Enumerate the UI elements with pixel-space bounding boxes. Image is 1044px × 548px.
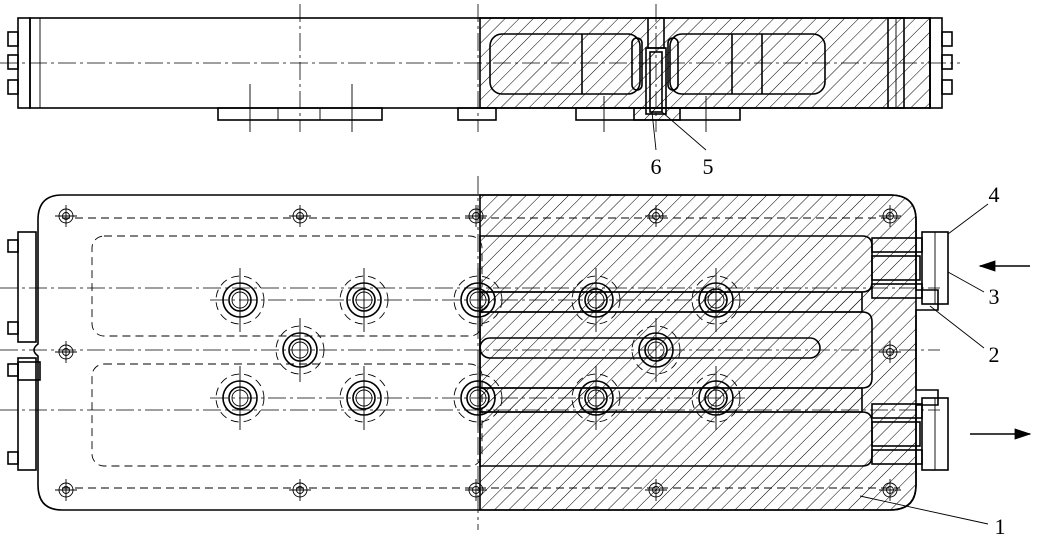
leader-1: [859, 495, 989, 525]
elevation-bolt-left: [7, 79, 19, 95]
boss: [631, 318, 681, 382]
elevation-bolt-left: [7, 54, 19, 70]
mounting-holes: [55, 205, 901, 501]
mounting-hole: [289, 205, 311, 227]
elevation-channel-left: [489, 33, 641, 95]
boss: [453, 366, 503, 430]
callout-5: 5: [703, 154, 714, 179]
elevation-view: [0, 4, 960, 132]
mounting-hole: [879, 205, 901, 227]
component-mid: [457, 107, 497, 121]
mounting-hole: [645, 205, 667, 227]
plan-end-cap-left-upper: [17, 231, 37, 343]
mounting-hole: [879, 479, 901, 501]
callout-4: 4: [989, 182, 1000, 207]
boss: [571, 366, 621, 430]
upper-flow-cavity: [479, 235, 873, 293]
mounting-hole: [55, 479, 77, 501]
leader-3: [947, 271, 985, 293]
leader-2: [929, 305, 985, 349]
heat-source-bosses: [215, 268, 741, 430]
plan-view: [0, 176, 949, 530]
central-slot: [479, 337, 821, 359]
leader-5: [661, 111, 707, 151]
mounting-hole: [55, 205, 77, 227]
mounting-hole: [289, 479, 311, 501]
mounting-hole: [55, 341, 77, 363]
mounting-hole: [879, 341, 901, 363]
mounting-hole: [645, 479, 667, 501]
callout-6: 6: [651, 154, 662, 179]
callout-1: 1: [995, 514, 1006, 539]
boss: [691, 268, 741, 332]
boss: [691, 366, 741, 430]
boss: [571, 268, 621, 332]
boss: [339, 366, 389, 430]
hidden-cavity-lower: [91, 363, 483, 467]
hidden-cavity-upper: [91, 235, 483, 337]
boss: [275, 318, 325, 382]
inlet-fitting: [871, 231, 949, 305]
callout-3: 3: [989, 284, 1000, 309]
callout-2: 2: [989, 342, 1000, 367]
boss: [215, 366, 265, 430]
leader-4: [947, 203, 989, 235]
elevation-bolt-right: [941, 79, 953, 95]
boss: [215, 268, 265, 332]
mounting-hole: [465, 205, 487, 227]
elevation-bolt-right: [941, 31, 953, 47]
boss: [453, 268, 503, 332]
plate-section-hatch: [479, 194, 917, 511]
elevation-bolt-left: [7, 31, 19, 47]
leader-6: [651, 111, 657, 151]
plan-end-cap-left-lower: [17, 357, 37, 471]
boss: [339, 268, 389, 332]
elevation-channel-right: [669, 33, 826, 95]
middle-flow-cavity: [479, 311, 873, 389]
mounting-hole: [465, 479, 487, 501]
elevation-bolt-right: [941, 54, 953, 70]
